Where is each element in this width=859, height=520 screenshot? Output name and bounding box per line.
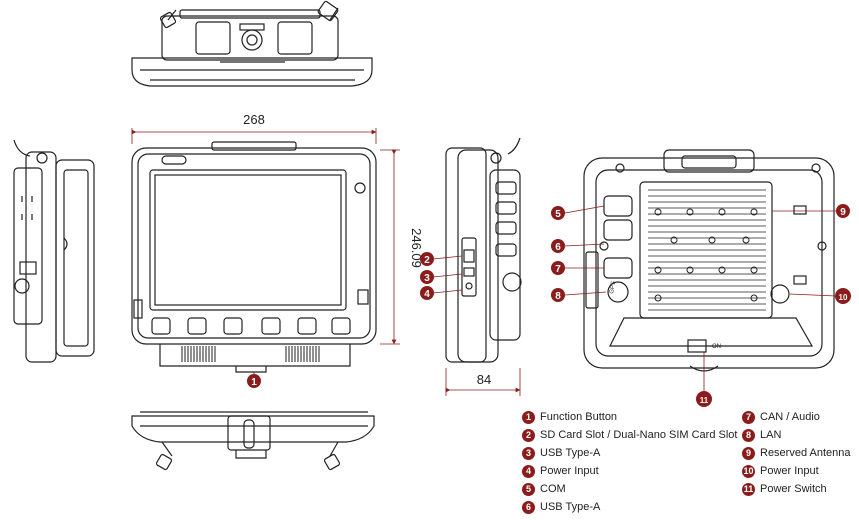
legend-number: 6 (522, 500, 535, 514)
callout-10: 10 (835, 288, 851, 304)
legend-item-4: 4 Power Input (522, 463, 599, 479)
legend-number: 9 (742, 446, 755, 460)
legend-label: LAN (760, 429, 782, 441)
right-side-view (445, 137, 522, 363)
legend-item-6: 6 USB Type-A (522, 499, 600, 515)
svg-text:1: 1 (251, 377, 257, 388)
svg-text:9: 9 (840, 207, 846, 218)
front-vents (181, 346, 320, 362)
legend-label: Function Button (540, 411, 618, 423)
legend-item-3: 3 USB Type-A (522, 445, 600, 461)
svg-text:8: 8 (555, 291, 561, 302)
legend-label: COM (540, 483, 566, 495)
legend-number: 5 (522, 482, 535, 496)
callout-leaders (253, 205, 837, 394)
gps-port-label: GPS (609, 281, 617, 295)
callout-7: 7 (551, 261, 565, 275)
legend-label: SD Card Slot / Dual-Nano SIM Card Slot (540, 429, 738, 441)
svg-text:3: 3 (424, 273, 430, 284)
legend-item-9: 9 Reserved Antenna (742, 445, 851, 461)
legend-number: 2 (522, 428, 535, 442)
legend-number: 7 (742, 410, 755, 424)
callout-5: 5 (551, 206, 565, 220)
callout-4: 4 (420, 286, 434, 300)
legend-number: 8 (742, 428, 755, 442)
legend-label: USB Type-A (540, 447, 601, 459)
callout-3: 3 (420, 270, 434, 284)
left-side-view (13, 139, 95, 363)
bottom-view (131, 411, 375, 471)
rear-view (583, 149, 835, 372)
rear-heatsink-fins (648, 189, 766, 311)
callout-11: 11 (696, 391, 712, 407)
legend-label: CAN / Audio (760, 411, 820, 423)
legend-item-10: 10 Power Input (742, 463, 819, 479)
svg-text:7: 7 (555, 264, 561, 275)
legend-label: Power Switch (760, 483, 827, 495)
legend-item-1: 1 Function Button (522, 409, 617, 425)
callout-2: 2 (420, 252, 434, 266)
legend-label: Power Input (540, 465, 599, 477)
legend-number: 1 (522, 410, 535, 424)
callout-6: 6 (551, 239, 565, 253)
legend-number: 11 (742, 482, 755, 496)
depth-value: 84 (477, 372, 491, 387)
legend-item-11: 11 Power Switch (742, 481, 827, 497)
rear-screw-holes (654, 208, 758, 302)
legend-number: 3 (522, 446, 535, 460)
svg-text:11: 11 (700, 396, 709, 405)
svg-text:4: 4 (424, 289, 430, 300)
legend-number: 10 (742, 464, 755, 478)
legend-label: Reserved Antenna (760, 447, 851, 459)
width-dimension (131, 128, 377, 144)
depth-dimension (445, 368, 521, 396)
callout-9: 9 (836, 204, 850, 218)
svg-text:2: 2 (424, 255, 430, 266)
legend-item-7: 7 CAN / Audio (742, 409, 820, 425)
legend-item-2: 2 SD Card Slot / Dual-Nano SIM Card Slot (522, 427, 737, 443)
power-switch-label: ON (712, 344, 721, 350)
front-view (131, 141, 377, 373)
legend-number: 4 (522, 464, 535, 478)
svg-text:6: 6 (555, 242, 561, 253)
legend-item-8: 8 LAN (742, 427, 781, 443)
legend-item-5: 5 COM (522, 481, 566, 497)
legend-label: USB Type-A (540, 501, 601, 513)
legend-label: Power Input (760, 465, 819, 477)
svg-text:5: 5 (555, 209, 561, 220)
callout-8: 8 (551, 288, 565, 302)
height-dimension (380, 149, 400, 345)
svg-text:10: 10 (839, 293, 848, 302)
callout-1: 1 (247, 374, 261, 388)
width-value: 268 (243, 112, 265, 127)
top-view (131, 0, 373, 87)
